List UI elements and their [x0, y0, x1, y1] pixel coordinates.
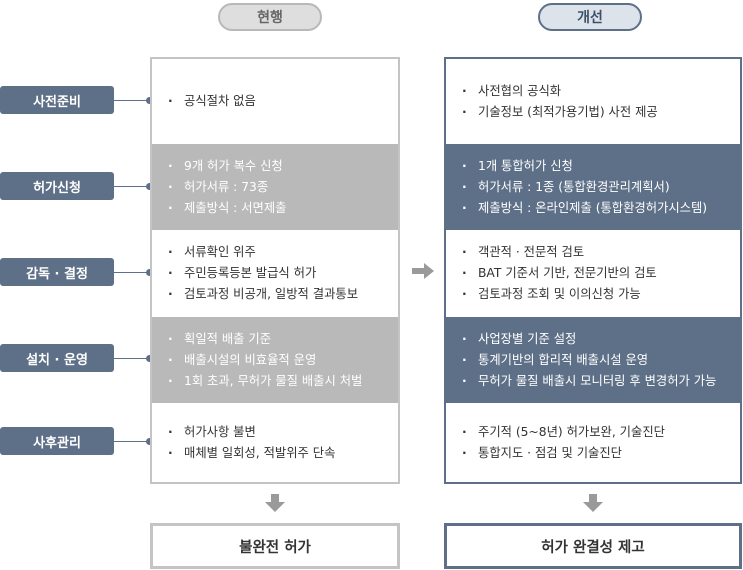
current-row-install-operate: 획일적 배출 기준 배출시설의 비효율적 운영 1회 초과, 무허가 물질 배출… — [152, 317, 398, 403]
list-item: 획일적 배출 기준 — [168, 329, 398, 350]
list-item: 통합지도 · 점검 및 기술진단 — [462, 443, 740, 464]
stage-connector-dot — [146, 269, 153, 276]
stage-connector — [114, 441, 150, 442]
list-item: 객관적 · 전문적 검토 — [462, 242, 740, 263]
stage-connector-dot — [146, 355, 153, 362]
stage-label-preparation: 사전준비 — [0, 86, 114, 114]
arrow-down-icon — [265, 494, 285, 512]
list-item: 허가사항 불변 — [168, 422, 398, 443]
list-item: 허가서류 : 1종 (통합환경관리계획서) — [462, 177, 740, 198]
list-item: 매체별 일회성, 적발위주 단속 — [168, 443, 398, 464]
list-item: 9개 허가 복수 신청 — [168, 156, 398, 177]
list-item: 서류확인 위주 — [168, 242, 398, 263]
list-item: 사전협의 공식화 — [462, 81, 740, 102]
list-item: BAT 기준서 기반, 전문기반의 검토 — [462, 263, 740, 284]
stage-connector-dot — [146, 183, 153, 190]
list-item: 제출방식 : 온라인제출 (통합환경허가시스템) — [462, 198, 740, 219]
list-item: 주기적 (5~8년) 허가보완, 기술진단 — [462, 422, 740, 443]
stage-connector — [114, 358, 150, 359]
list-item: 1회 초과, 무허가 물질 배출시 처벌 — [168, 371, 398, 392]
current-result-box: 불완전 허가 — [150, 523, 400, 569]
stage-connector — [114, 186, 150, 187]
list-item: 1개 통합허가 신청 — [462, 156, 740, 177]
improved-row-review-decision: 객관적 · 전문적 검토 BAT 기준서 기반, 전문기반의 검토 검토과정 조… — [446, 230, 740, 317]
stage-label-application: 허가신청 — [0, 172, 114, 200]
list-item: 사업장별 기준 설정 — [462, 329, 740, 350]
improved-row-preparation: 사전협의 공식화 기술정보 (최적가용기법) 사전 제공 — [446, 59, 740, 144]
list-item: 배출시설의 비효율적 운영 — [168, 350, 398, 371]
improved-row-application: 1개 통합허가 신청 허가서류 : 1종 (통합환경관리계획서) 제출방식 : … — [446, 144, 740, 230]
current-row-review-decision: 서류확인 위주 주민등록등본 발급식 허가 검토과정 비공개, 일방적 결과통보 — [152, 230, 398, 317]
improved-row-post-management: 주기적 (5~8년) 허가보완, 기술진단 통합지도 · 점검 및 기술진단 — [446, 403, 740, 482]
stage-connector-dot — [146, 97, 153, 104]
list-item: 공식절차 없음 — [168, 91, 398, 112]
stage-label-post-management: 사후관리 — [0, 427, 114, 455]
list-item: 허가서류 : 73종 — [168, 177, 398, 198]
stage-connector-dot — [146, 438, 153, 445]
arrow-down-icon — [583, 494, 603, 512]
current-row-post-management: 허가사항 불변 매체별 일회성, 적발위주 단속 — [152, 403, 398, 482]
current-row-application: 9개 허가 복수 신청 허가서류 : 73종 제출방식 : 서면제출 — [152, 144, 398, 230]
list-item: 제출방식 : 서면제출 — [168, 198, 398, 219]
stage-label-review-decision: 감독 · 결정 — [0, 258, 114, 286]
list-item: 무허가 물질 배출시 모니터링 후 변경허가 가능 — [462, 371, 740, 392]
improved-column: 사전협의 공식화 기술정보 (최적가용기법) 사전 제공 1개 통합허가 신청 … — [444, 57, 742, 484]
list-item: 통계기반의 합리적 배출시설 운영 — [462, 350, 740, 371]
stage-label-install-operate: 설치 · 운영 — [0, 344, 114, 372]
current-column: 공식절차 없음 9개 허가 복수 신청 허가서류 : 73종 제출방식 : 서면… — [150, 57, 400, 484]
stage-connector — [114, 272, 150, 273]
list-item: 검토과정 비공개, 일방적 결과통보 — [168, 284, 398, 305]
current-column-header: 현행 — [218, 3, 322, 31]
current-row-preparation: 공식절차 없음 — [152, 59, 398, 144]
improved-column-header: 개선 — [538, 3, 642, 31]
list-item: 검토과정 조회 및 이의신청 가능 — [462, 284, 740, 305]
improved-result-box: 허가 완결성 제고 — [444, 523, 742, 569]
list-item: 기술정보 (최적가용기법) 사전 제공 — [462, 102, 740, 123]
stage-connector — [114, 100, 150, 101]
improved-row-install-operate: 사업장별 기준 설정 통계기반의 합리적 배출시설 운영 무허가 물질 배출시 … — [446, 317, 740, 403]
arrow-right-icon — [412, 263, 434, 279]
list-item: 주민등록등본 발급식 허가 — [168, 263, 398, 284]
